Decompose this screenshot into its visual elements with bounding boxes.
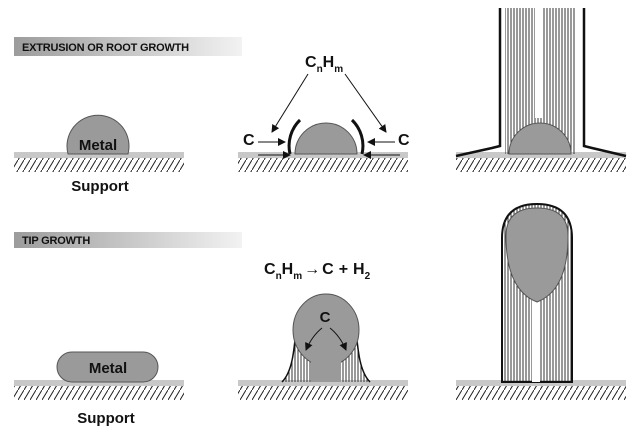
nanotube-outline bbox=[455, 8, 627, 158]
tip-growth-banner: TIP GROWTH bbox=[14, 232, 242, 248]
carbon-label-left: C bbox=[243, 132, 255, 149]
carbon-label-right: C bbox=[398, 132, 410, 149]
support-label: Support bbox=[71, 178, 129, 195]
carbon-layer-left bbox=[287, 118, 302, 155]
metal-label: Metal bbox=[79, 137, 117, 154]
support-hatch bbox=[14, 158, 184, 172]
support-hatch bbox=[238, 158, 408, 172]
support-band bbox=[456, 152, 626, 158]
metal-particle bbox=[294, 122, 358, 155]
root-panel-initial: Metal Support bbox=[14, 114, 184, 195]
support-band bbox=[238, 152, 408, 158]
reactant-formula: CnHm bbox=[305, 54, 343, 75]
reactant-arrow-left bbox=[271, 73, 309, 133]
reaction-equation: CnHm→C+H2 bbox=[264, 261, 371, 282]
metal-particle bbox=[508, 122, 572, 155]
support-hatch bbox=[456, 158, 626, 172]
support-band bbox=[14, 152, 184, 158]
carbon-arrow-left bbox=[305, 327, 323, 351]
support-hatch bbox=[456, 386, 626, 400]
support-hatch bbox=[238, 386, 408, 400]
support-hatch bbox=[14, 386, 184, 400]
root-panel-diffusion: CnHm C C bbox=[238, 54, 410, 172]
metal-label: Metal bbox=[89, 360, 127, 377]
carbon-inner-label: C bbox=[320, 309, 331, 326]
tip-panel-tube bbox=[456, 202, 626, 400]
metal-particle bbox=[56, 351, 159, 383]
support-band bbox=[238, 380, 408, 386]
support-band bbox=[14, 380, 184, 386]
reactant-arrow-right bbox=[344, 73, 387, 133]
support-label: Support bbox=[77, 410, 135, 427]
metal-particle bbox=[505, 207, 569, 303]
tip-panel-reaction: C CnHm→C+H2 bbox=[238, 261, 408, 400]
metal-particle bbox=[66, 114, 130, 155]
root-panel-tube bbox=[455, 8, 627, 172]
root-growth-title: EXTRUSION OR ROOT GROWTH bbox=[22, 42, 189, 54]
carbon-arrow-right bbox=[329, 327, 347, 351]
carbon-layer-right bbox=[350, 118, 365, 155]
tip-growth-title: TIP GROWTH bbox=[22, 235, 90, 247]
root-growth-banner: EXTRUSION OR ROOT GROWTH bbox=[14, 37, 242, 56]
tip-panel-initial: Metal Support bbox=[14, 351, 184, 427]
